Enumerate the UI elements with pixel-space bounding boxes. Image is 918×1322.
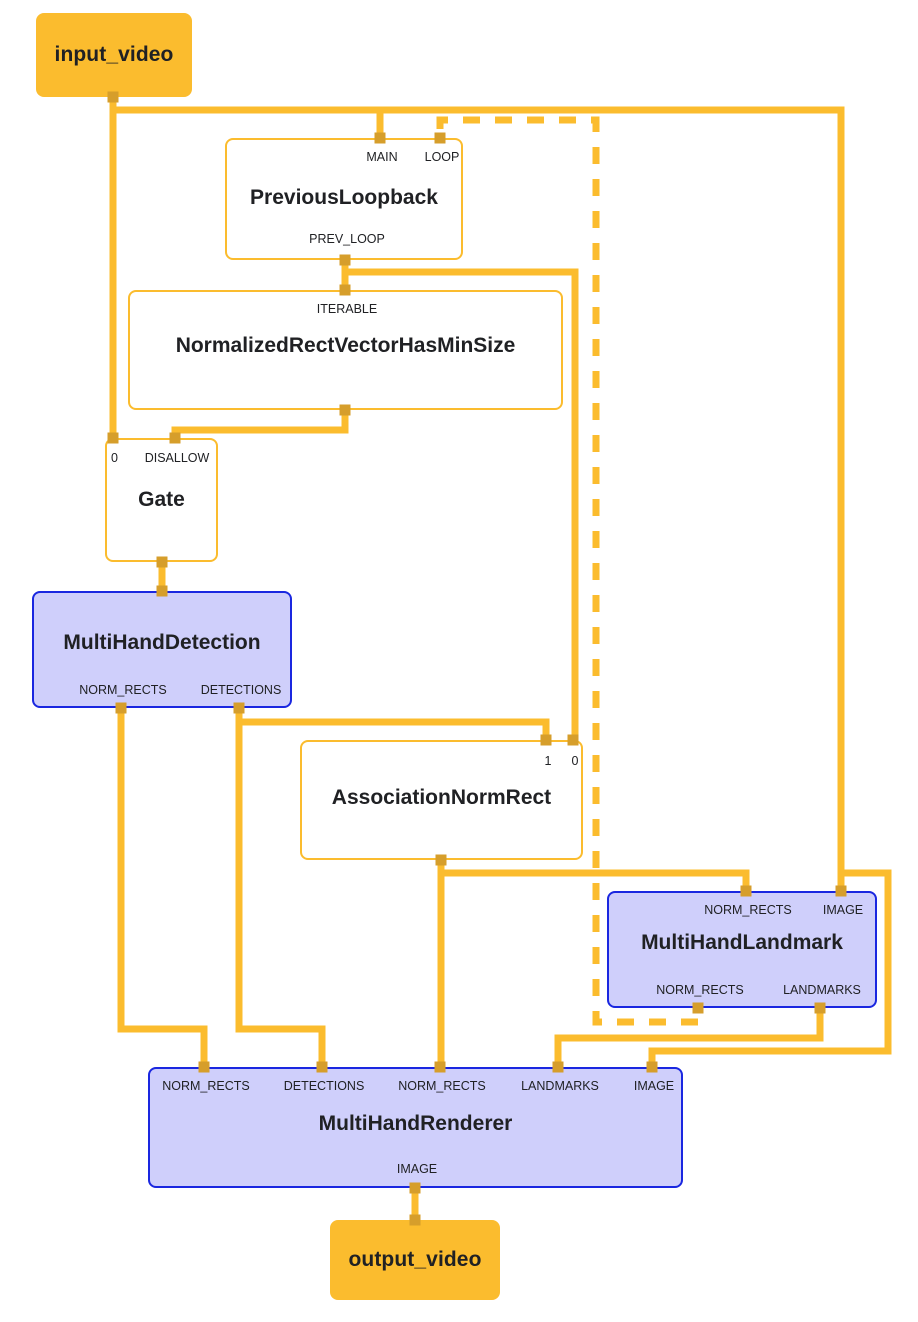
port-label-landmark-out-norm-rects: NORM_RECTS (656, 983, 744, 997)
edge-detection-rects-to-renderer (117, 708, 208, 1067)
node-input-video[interactable]: input_video (36, 13, 192, 97)
port-label-landmark-out-landmarks: LANDMARKS (783, 983, 861, 997)
node-multi-hand-renderer-label: MultiHandRenderer (318, 1112, 513, 1135)
port-detection-detections[interactable] (233, 702, 245, 714)
port-label-detection-norm-rects: NORM_RECTS (79, 683, 167, 697)
port-assoc-in-1[interactable] (540, 734, 552, 746)
port-input-video-out[interactable] (107, 91, 119, 103)
port-label-loop: LOOP (424, 150, 460, 164)
port-label-landmark-in-image: IMAGE (822, 903, 864, 917)
port-landmark-in-image[interactable] (835, 885, 847, 897)
port-label-detection-detections: DETECTIONS (200, 683, 282, 697)
port-renderer-image-out[interactable] (409, 1182, 421, 1194)
node-association-norm-rect[interactable]: AssociationNormRect 1 0 (300, 740, 583, 860)
port-assoc-out[interactable] (435, 854, 447, 866)
port-label-landmark-in-norm-rects: NORM_RECTS (704, 903, 792, 917)
node-previous-loopback[interactable]: PreviousLoopback MAIN LOOP PREV_LOOP (225, 138, 463, 260)
port-label-renderer-image-out: IMAGE (396, 1162, 438, 1176)
node-multi-hand-landmark[interactable]: MultiHandLandmark NORM_RECTS IMAGE NORM_… (607, 891, 877, 1008)
node-previous-loopback-label: PreviousLoopback (250, 186, 438, 209)
node-multi-hand-renderer[interactable]: MultiHandRenderer NORM_RECTS DETECTIONS … (148, 1067, 683, 1188)
port-previous-loopback-main[interactable] (374, 132, 386, 144)
node-output-video[interactable]: output_video (330, 1220, 500, 1300)
node-normalized-rect-vector-has-min-size-label: NormalizedRectVectorHasMinSize (175, 334, 516, 357)
node-multi-hand-detection-label: MultiHandDetection (63, 631, 261, 654)
port-label-gate-0: 0 (111, 451, 118, 465)
port-has-min-size-iterable[interactable] (339, 284, 351, 296)
edge-input-to-landmark-image (113, 106, 845, 891)
node-normalized-rect-vector-has-min-size[interactable]: NormalizedRectVectorHasMinSize ITERABLE (128, 290, 563, 410)
edge-prevloop-to-assoc-0 (345, 268, 579, 740)
port-label-iterable: ITERABLE (316, 302, 378, 316)
port-gate-disallow[interactable] (169, 432, 181, 444)
node-input-video-label: input_video (54, 43, 174, 66)
port-label-renderer-norm-rects-1: NORM_RECTS (162, 1079, 250, 1093)
port-assoc-in-0[interactable] (567, 734, 579, 746)
edge-detection-to-assoc-1 (239, 718, 550, 740)
port-label-renderer-norm-rects-2: NORM_RECTS (398, 1079, 486, 1093)
port-renderer-norm-rects-1[interactable] (198, 1061, 210, 1073)
node-gate-label: Gate (138, 488, 185, 511)
port-previous-loopback-loop[interactable] (434, 132, 446, 144)
edge-input-to-renderer-image (648, 869, 892, 1067)
edge-hasminsize-to-gate-disallow (171, 410, 349, 438)
port-renderer-norm-rects-2[interactable] (434, 1061, 446, 1073)
node-association-norm-rect-label: AssociationNormRect (331, 786, 552, 809)
port-label-prev-loop: PREV_LOOP (309, 232, 385, 246)
port-gate-out[interactable] (156, 556, 168, 568)
port-renderer-detections[interactable] (316, 1061, 328, 1073)
port-landmark-out-landmarks[interactable] (814, 1002, 826, 1014)
port-label-renderer-landmarks: LANDMARKS (521, 1079, 599, 1093)
port-detection-norm-rects[interactable] (115, 702, 127, 714)
edge-landmark-to-renderer-landmarks (554, 1008, 824, 1067)
node-output-video-label: output_video (348, 1248, 482, 1271)
port-label-assoc-1: 1 (544, 754, 552, 768)
port-has-min-size-out[interactable] (339, 404, 351, 416)
edge-landmark-rects-loopback-dashed (436, 116, 698, 1026)
port-renderer-landmarks[interactable] (552, 1061, 564, 1073)
node-multi-hand-landmark-label: MultiHandLandmark (641, 931, 843, 954)
port-output-video-in[interactable] (409, 1214, 421, 1226)
edge-assoc-to-landmark-rects (441, 869, 750, 891)
port-gate-in-0[interactable] (107, 432, 119, 444)
edge-detection-dets-to-renderer (235, 708, 326, 1067)
port-landmark-out-norm-rects[interactable] (692, 1002, 704, 1014)
port-renderer-image-in[interactable] (646, 1061, 658, 1073)
edge-input-to-main (113, 106, 384, 138)
port-label-renderer-image-in: IMAGE (633, 1079, 675, 1093)
port-detection-in[interactable] (156, 585, 168, 597)
node-multi-hand-detection[interactable]: MultiHandDetection NORM_RECTS DETECTIONS (32, 591, 292, 708)
node-gate[interactable]: Gate 0 DISALLOW (105, 438, 218, 562)
port-previous-loopback-prev-loop[interactable] (339, 254, 351, 266)
port-label-assoc-0: 0 (571, 754, 579, 768)
port-label-main: MAIN (366, 150, 398, 164)
port-label-renderer-detections: DETECTIONS (283, 1079, 365, 1093)
port-landmark-in-norm-rects[interactable] (740, 885, 752, 897)
port-label-gate-disallow: DISALLOW (144, 451, 210, 465)
